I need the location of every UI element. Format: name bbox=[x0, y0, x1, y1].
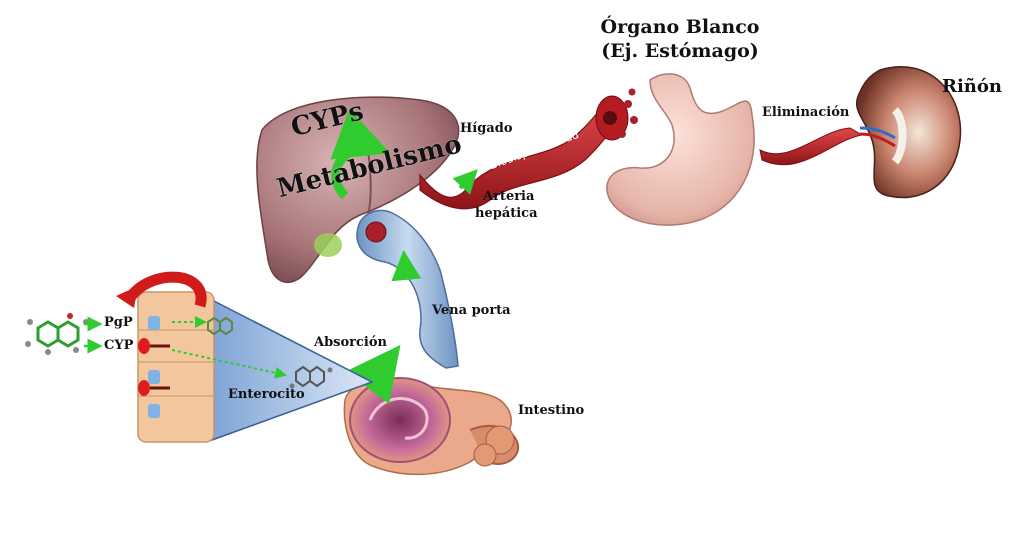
absorption-arrow-icon bbox=[372, 352, 395, 382]
vein-opening bbox=[366, 222, 386, 242]
label-cyp: CYP bbox=[104, 338, 133, 353]
vein-flow-arrow-icon bbox=[404, 255, 406, 276]
label-intestino: Intestino bbox=[518, 403, 584, 418]
label-vena-porta: Vena porta bbox=[432, 303, 511, 318]
label-hepatica: hepática bbox=[475, 206, 538, 221]
label-enterocito: Enterocito bbox=[228, 387, 305, 402]
stomach bbox=[607, 74, 754, 225]
label-higado: Hígado bbox=[460, 121, 513, 136]
drug-molecule-icon bbox=[25, 313, 89, 355]
label-eliminacion: Eliminación bbox=[762, 105, 849, 120]
label-ej-estomago: (Ej. Estómago) bbox=[590, 40, 770, 63]
gallbladder bbox=[314, 233, 342, 257]
label-arteria: Arteria bbox=[483, 189, 534, 204]
label-absorcion: Absorción bbox=[314, 335, 387, 350]
label-rinon: Riñón bbox=[942, 76, 1002, 97]
label-organo-blanco: Órgano Blanco bbox=[590, 16, 770, 39]
elimination-vessel bbox=[760, 128, 862, 165]
efflux-arrow-head-icon bbox=[116, 286, 138, 308]
label-pgp: PgP bbox=[104, 315, 133, 330]
intestine bbox=[344, 352, 518, 474]
